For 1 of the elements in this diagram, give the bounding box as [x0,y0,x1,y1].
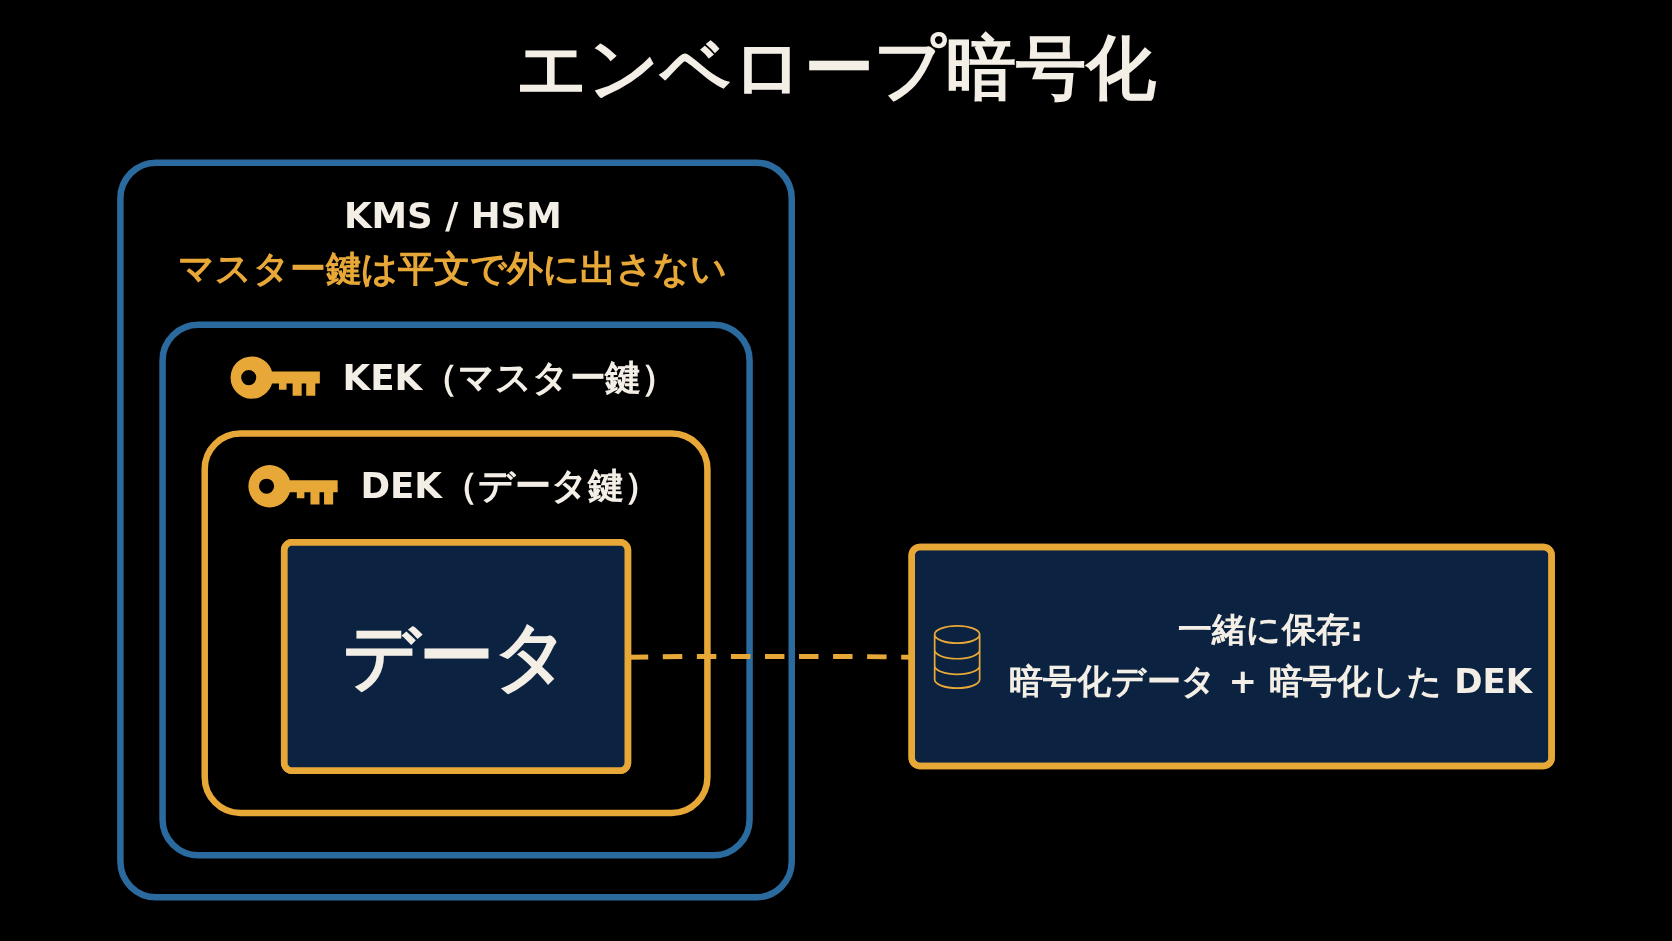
diagram-title: エンベロープ暗号化 [516,27,1156,109]
